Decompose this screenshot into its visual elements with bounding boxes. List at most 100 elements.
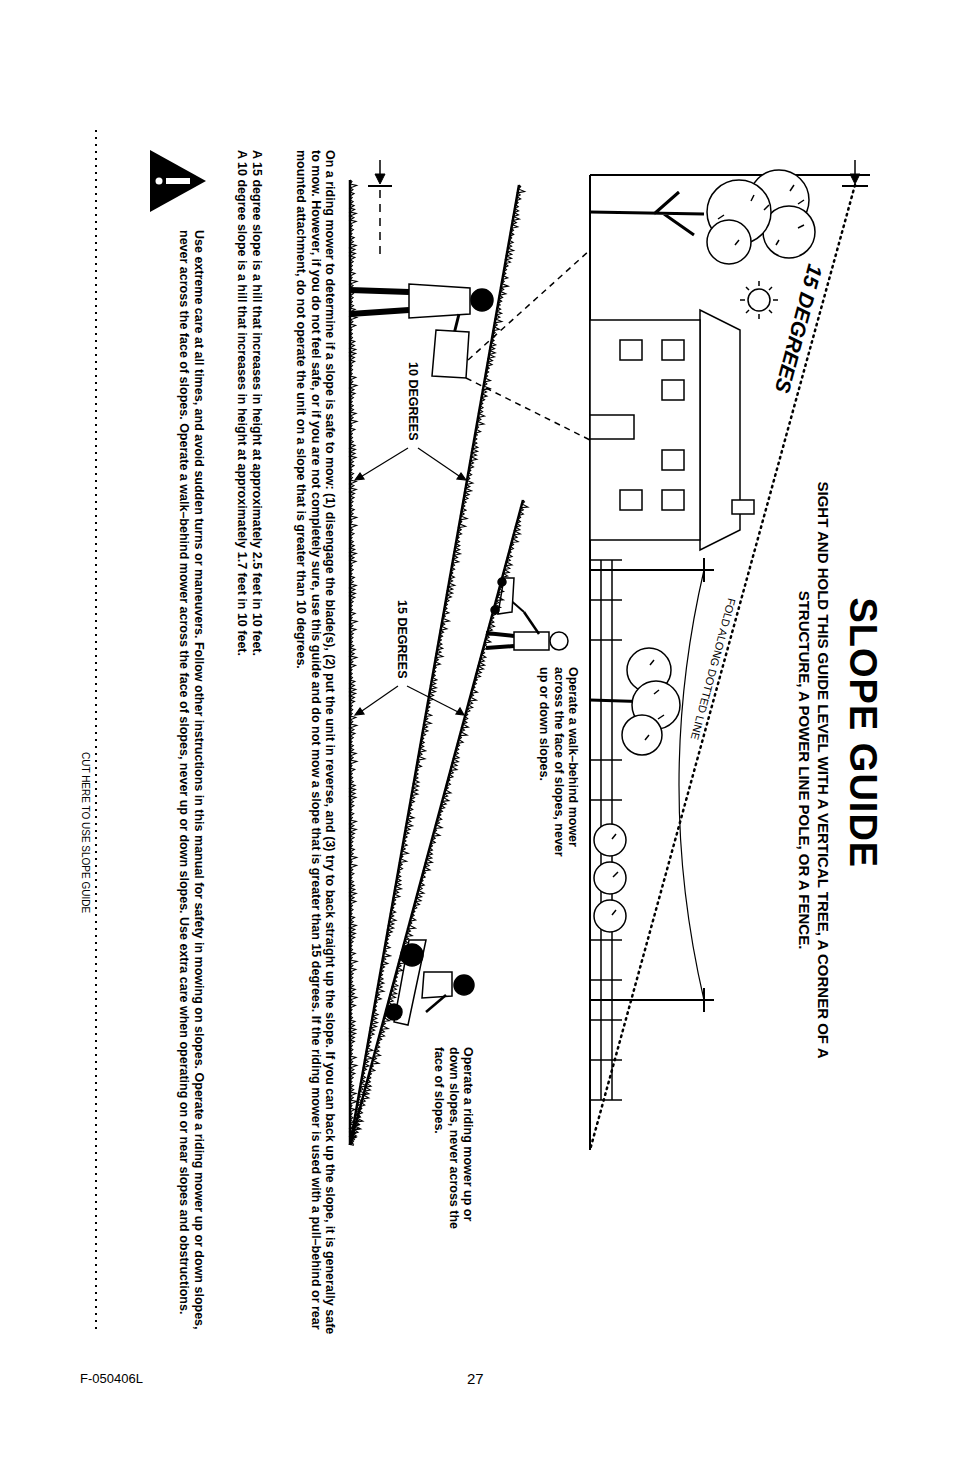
warning-symbol xyxy=(166,178,190,184)
house-drawing xyxy=(620,340,642,360)
house-drawing xyxy=(662,450,684,470)
house-drawing xyxy=(662,340,684,360)
fence-drawing xyxy=(590,759,622,761)
shade-tree xyxy=(622,715,662,755)
walk-behind-mower xyxy=(524,612,539,634)
reference-lines xyxy=(590,175,870,1150)
sun-symbol xyxy=(746,310,749,313)
round-bushes xyxy=(594,824,626,932)
power-line xyxy=(679,570,704,1000)
sun-symbol xyxy=(740,281,778,319)
warning-symbol xyxy=(150,150,206,212)
round-bushes xyxy=(594,824,626,856)
house-drawing xyxy=(732,500,754,514)
house-drawing xyxy=(590,320,700,540)
angle-label: 15 DEGREES xyxy=(770,262,827,396)
fence-drawing xyxy=(590,559,622,561)
walk-behind-mower xyxy=(550,632,568,650)
person-with-guide xyxy=(468,250,590,360)
degree-arrows xyxy=(355,473,364,480)
reference-lines xyxy=(590,174,870,176)
instruction-paragraph: On a riding mower to determine if a slop… xyxy=(294,150,337,1335)
guide-title: SLOPE GUIDE xyxy=(840,598,884,869)
usage-note: Operate a riding mower up or down slopes… xyxy=(432,1047,475,1252)
fold-note: FOLD ALONG DOTTED LINE xyxy=(688,597,738,741)
degree-arrows xyxy=(418,448,462,478)
usage-note: Operate a walk–behind mower across the f… xyxy=(537,667,580,867)
cut-line xyxy=(95,130,97,1330)
tree-drawing xyxy=(718,185,804,245)
page-number: 27 xyxy=(467,1370,484,1387)
cut-note: CUT HERE TO USE SLOPE GUIDE xyxy=(80,752,92,913)
cut-line xyxy=(96,130,97,1330)
sun-symbol xyxy=(746,287,749,290)
degree-arrows xyxy=(457,473,466,480)
power-line xyxy=(590,558,714,1012)
person-with-guide xyxy=(432,330,469,378)
sun-symbol xyxy=(773,299,778,301)
power-line xyxy=(590,999,714,1001)
house-drawing xyxy=(590,415,634,439)
tree-drawing xyxy=(590,170,815,264)
sight-marker xyxy=(379,190,381,255)
tree-drawing xyxy=(590,192,704,235)
fence-drawing xyxy=(590,639,622,641)
grass-ground xyxy=(350,180,357,1146)
reference-lines xyxy=(590,185,855,1150)
sight-marker xyxy=(850,174,860,184)
fence-drawing xyxy=(590,799,622,801)
sun-symbol xyxy=(758,314,760,319)
degree-arrows xyxy=(359,686,398,713)
sun-symbol xyxy=(748,289,770,311)
riding-mower xyxy=(386,940,474,1025)
grass-ground xyxy=(350,180,528,1146)
shade-tree xyxy=(590,648,680,755)
person-with-guide xyxy=(409,284,470,318)
person-with-guide xyxy=(350,310,409,314)
person-with-guide xyxy=(350,250,590,440)
shade-tree xyxy=(645,660,664,740)
slope-definition: A 15 degree slope is a hill that increas… xyxy=(250,150,264,656)
degree-arrows xyxy=(456,708,464,715)
house-drawing xyxy=(662,490,684,510)
house-drawing xyxy=(620,490,642,510)
round-bushes xyxy=(594,862,626,894)
fence-drawing xyxy=(590,1099,622,1101)
instruction-heading: SIGHT AND HOLD THIS GUIDE LEVEL WITH A V… xyxy=(795,445,833,1095)
house-drawing xyxy=(590,310,754,550)
riding-mower xyxy=(454,975,474,995)
slope-definition: A 10 degree slope is a hill that increas… xyxy=(235,150,249,656)
sight-marker xyxy=(375,174,385,184)
fence-drawing xyxy=(590,939,622,941)
round-bushes xyxy=(594,900,626,932)
walk-behind-mower xyxy=(514,632,549,650)
warning-text: Use extreme care at all times, and avoid… xyxy=(176,230,206,1330)
sun-symbol xyxy=(758,281,760,286)
sun-symbol xyxy=(740,299,745,301)
walk-behind-mower xyxy=(486,646,514,648)
degree-arrows xyxy=(359,448,408,478)
round-bushes xyxy=(612,834,618,915)
person-with-guide xyxy=(350,290,409,292)
person-with-guide xyxy=(471,289,493,311)
sight-marker xyxy=(842,185,868,187)
warning-symbol xyxy=(150,150,206,212)
grass-ground xyxy=(351,500,528,1143)
angle-label: 10 DEGREES xyxy=(406,362,420,441)
fence-drawing xyxy=(590,979,622,981)
sun-symbol xyxy=(769,287,772,290)
grass-ground xyxy=(350,185,524,1144)
form-number: F-050406L xyxy=(80,1372,143,1387)
angle-label: 15 DEGREES xyxy=(395,600,409,679)
tree-drawing xyxy=(707,220,751,264)
warning-symbol xyxy=(156,178,163,185)
degree-arrows xyxy=(355,708,364,715)
riding-mower xyxy=(422,972,452,998)
sight-marker xyxy=(368,185,392,187)
riding-mower xyxy=(426,995,446,1012)
sun-symbol xyxy=(769,310,772,313)
fence-drawing xyxy=(590,599,622,601)
house-drawing xyxy=(662,380,684,400)
fence-drawing xyxy=(590,1059,622,1061)
